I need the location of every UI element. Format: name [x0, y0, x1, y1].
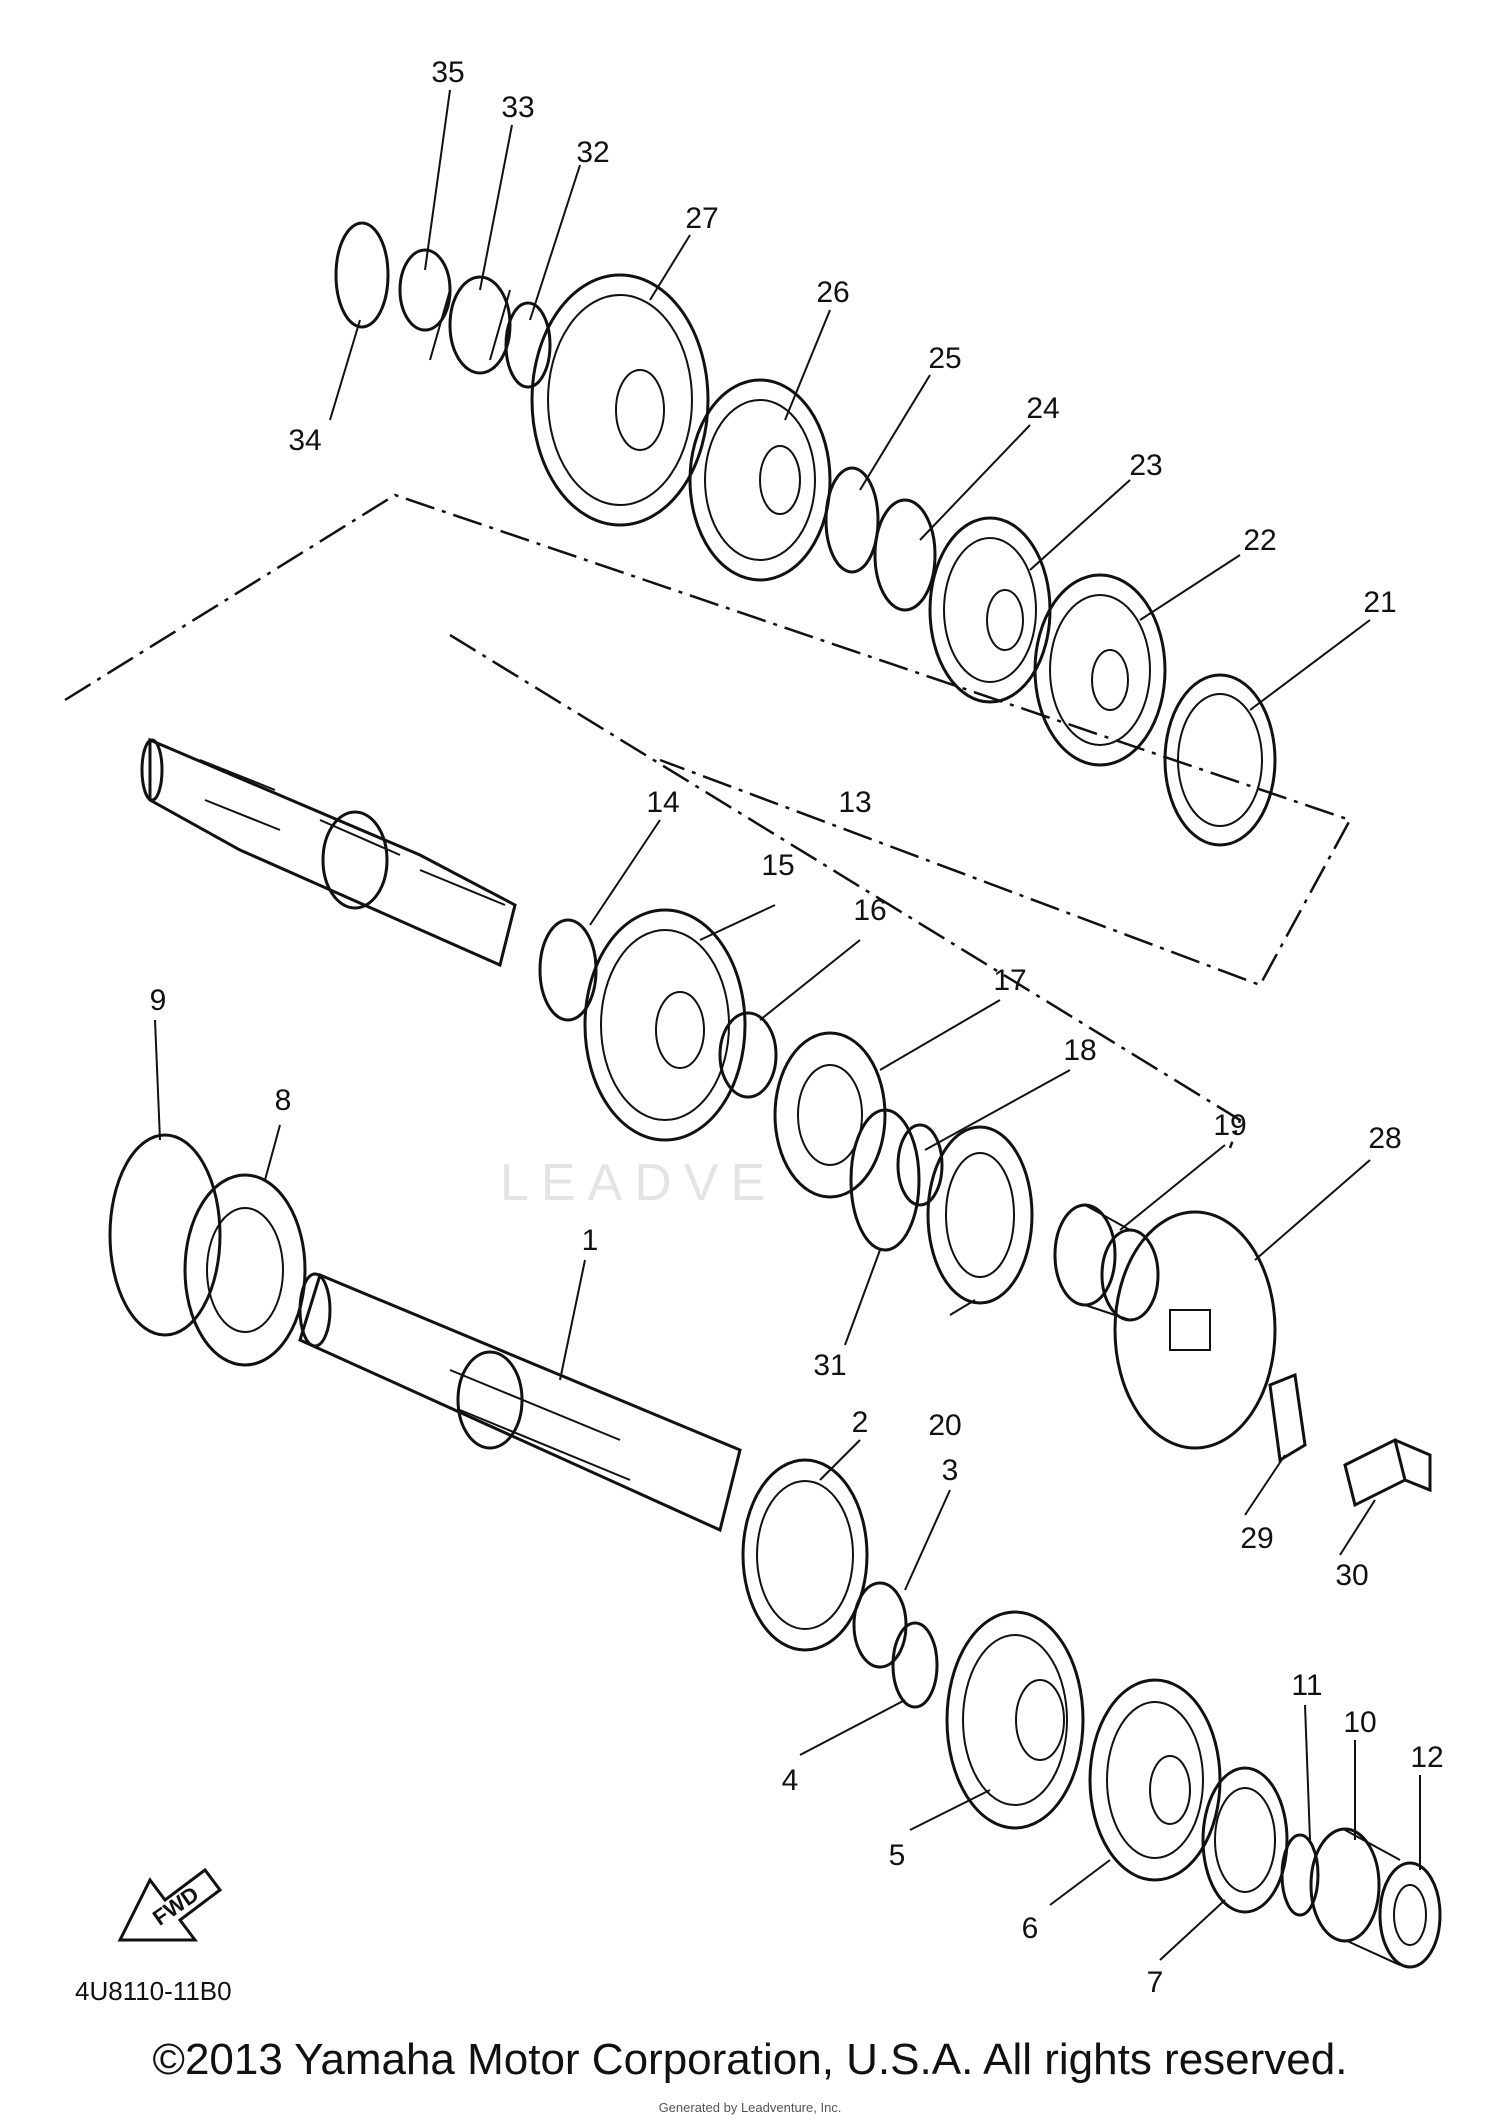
part-label-18: 18 — [1063, 1034, 1096, 1067]
part-label-22: 22 — [1243, 524, 1276, 557]
bearing-17 — [773, 1031, 887, 1199]
washer-3 — [852, 1581, 908, 1669]
part-label-11: 11 — [1291, 1669, 1322, 1702]
drive-sprocket-28 — [1113, 1210, 1277, 1450]
part-label-16: 16 — [853, 894, 886, 927]
part-label-19: 19 — [1213, 1109, 1246, 1142]
gear-21 — [1163, 673, 1277, 847]
gear-6 — [1088, 1678, 1222, 1882]
part-label-5: 5 — [889, 1839, 906, 1872]
part-label-1: 1 — [582, 1224, 599, 1257]
part-label-17: 17 — [993, 964, 1026, 997]
circlip-9 — [108, 1133, 222, 1337]
part-number-labels: 35 33 32 27 26 25 24 23 22 21 34 14 13 1… — [150, 56, 1444, 1999]
circlip-25 — [824, 466, 880, 574]
oil-seal-12 — [1378, 1861, 1442, 1969]
gear-23 — [928, 516, 1052, 704]
part-label-14: 14 — [646, 786, 679, 819]
part-label-12: 12 — [1410, 1741, 1443, 1774]
circlip-18 — [896, 1123, 944, 1207]
washer-32 — [504, 301, 552, 389]
lock-washer-29 — [1268, 1372, 1307, 1463]
countershaft-group-frame — [64, 493, 1352, 987]
bearing-10 — [1309, 1827, 1401, 1966]
diagram-code: 4U8110-11B0 — [75, 1976, 232, 2006]
bearing-8 — [183, 1173, 307, 1367]
drive-axle-shaft — [140, 737, 517, 968]
part-label-7: 7 — [1147, 1966, 1164, 1999]
part-label-24: 24 — [1026, 392, 1059, 425]
forward-arrow-icon: FWD — [117, 1867, 223, 1942]
part-label-25: 25 — [928, 342, 961, 375]
gear-26 — [688, 378, 832, 582]
part-label-3: 3 — [942, 1454, 959, 1487]
part-label-10: 10 — [1343, 1706, 1376, 1739]
main-axle-shaft — [298, 1272, 742, 1533]
circlip-34 — [334, 221, 390, 329]
watermark: LEADVE — [500, 1154, 777, 1212]
gear-27 — [530, 273, 710, 527]
part-label-30: 30 — [1335, 1559, 1368, 1592]
part-label-21: 21 — [1363, 586, 1396, 619]
part-label-13: 13 — [838, 786, 871, 819]
part-label-4: 4 — [782, 1764, 799, 1797]
part-label-15: 15 — [761, 849, 794, 882]
circlip-11 — [1280, 1833, 1320, 1917]
copyright-notice: ©2013 Yamaha Motor Corporation, U.S.A. A… — [152, 2035, 1348, 2084]
part-label-32: 32 — [576, 136, 609, 169]
credit-text: Generated by Leadventure, Inc. — [658, 2100, 842, 2115]
part-label-23: 23 — [1129, 449, 1162, 482]
gear-7 — [1201, 1766, 1289, 1914]
gear-15 — [583, 908, 747, 1142]
washer-24 — [873, 498, 937, 612]
part-label-8: 8 — [275, 1084, 292, 1117]
collar-19 — [1053, 1203, 1160, 1322]
washer-16 — [718, 1011, 778, 1099]
part-label-29: 29 — [1240, 1522, 1273, 1555]
part-label-35: 35 — [431, 56, 464, 89]
bolt-30 — [1343, 1437, 1432, 1508]
gear-5 — [945, 1610, 1085, 1830]
part-label-6: 6 — [1022, 1912, 1039, 1945]
part-label-9: 9 — [150, 984, 167, 1017]
gear-2 — [741, 1458, 869, 1652]
part-label-27: 27 — [685, 202, 718, 235]
oil-seal-20 — [926, 1125, 1034, 1305]
part-label-31: 31 — [813, 1349, 846, 1382]
main-axle-group-frame — [449, 633, 1242, 1149]
gear-22 — [1033, 573, 1167, 767]
part-label-26: 26 — [816, 276, 849, 309]
bearing-33 — [429, 275, 512, 375]
circlip-31 — [849, 1108, 921, 1252]
leader-lines — [154, 89, 1421, 1961]
part-label-33: 33 — [501, 91, 534, 124]
part-label-20: 20 — [928, 1409, 961, 1442]
part-label-2: 2 — [852, 1406, 869, 1439]
part-label-28: 28 — [1368, 1122, 1401, 1155]
circlip-4 — [891, 1621, 939, 1709]
part-label-34: 34 — [288, 424, 321, 457]
